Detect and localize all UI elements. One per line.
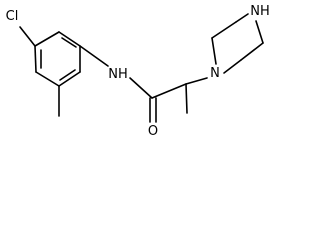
ring-to-nh-bond [79, 45, 109, 67]
c-cl-bond [19, 26, 36, 47]
amide-oxygen-label: O [148, 124, 158, 139]
benzene-ring [34, 31, 81, 87]
carbonyl-to-ch-bond [151, 83, 187, 99]
nh-to-carbonyl-bond [129, 77, 153, 99]
molecule-svg: Cl NH O N NH [6, 4, 270, 139]
ch-methyl-bond [185, 83, 188, 114]
structure-diagram: Cl NH O N NH [6, 4, 270, 139]
amide-nh-label: NH [108, 67, 128, 82]
ch-to-piperazine-bond [185, 77, 208, 85]
chlorine-label: Cl [6, 9, 19, 24]
piperazine-nh-label: NH [250, 4, 270, 19]
piperazine-n-label: N [210, 66, 220, 81]
piperazine-ring [211, 13, 264, 74]
